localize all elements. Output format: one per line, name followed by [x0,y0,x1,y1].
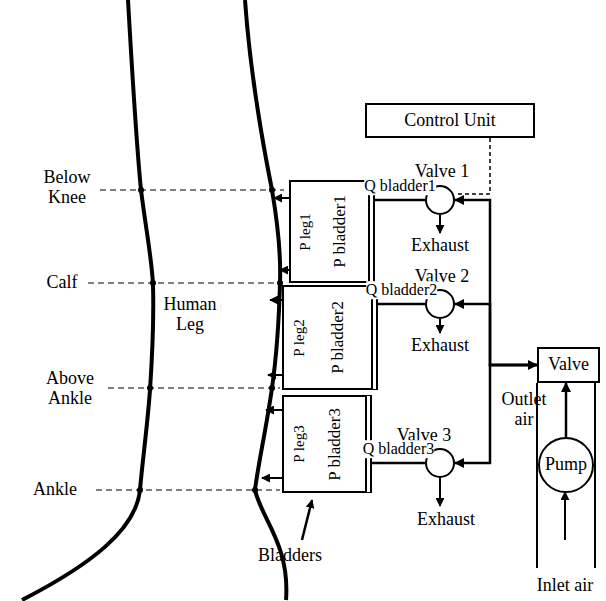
exhaust-label: Exhaust [411,336,469,356]
pressure-label: P leg3 [291,425,308,462]
node-text: P bladder3 [326,408,345,481]
part-label: Bladders [258,546,322,566]
node-text: P bladder1 [331,195,350,268]
level-label: Ankle [33,480,77,500]
control-unit-box: Control Unit [365,103,535,138]
node-text: P bladder2 [329,301,348,374]
level-lines [88,190,284,490]
node-text: Control Unit [404,111,496,131]
level-label: Above Ankle [35,369,105,409]
air-line [565,383,568,437]
air-line [455,304,537,365]
pump-pipe [537,383,595,568]
pressure-label: P leg2 [291,319,308,356]
flow-label: Q bladder3 [363,440,435,458]
node-text: Valve [548,355,589,375]
air-label: Inlet air [537,576,593,596]
leg-outline [22,0,153,600]
exhaust-label: Exhaust [411,236,469,256]
air-line [372,462,425,465]
level-label: Below Knee [32,168,102,208]
leg-label: Human Leg [160,295,220,335]
pressure-label: P leg1 [297,213,314,250]
level-label: Calf [47,273,78,293]
level-dots [137,187,283,493]
valve-box: Valve [537,347,600,383]
air-line [375,199,425,202]
node-text: Pump [545,455,587,475]
flow-label: Q bladder1 [364,177,436,195]
exhaust-label: Exhaust [417,510,475,530]
air-line [378,303,425,306]
air-label: Outlet air [497,390,551,430]
leg-outline [245,0,286,600]
flow-label: Q bladder2 [366,281,438,299]
pump-circle: Pump [538,437,594,493]
pointer-arrow [302,500,312,540]
